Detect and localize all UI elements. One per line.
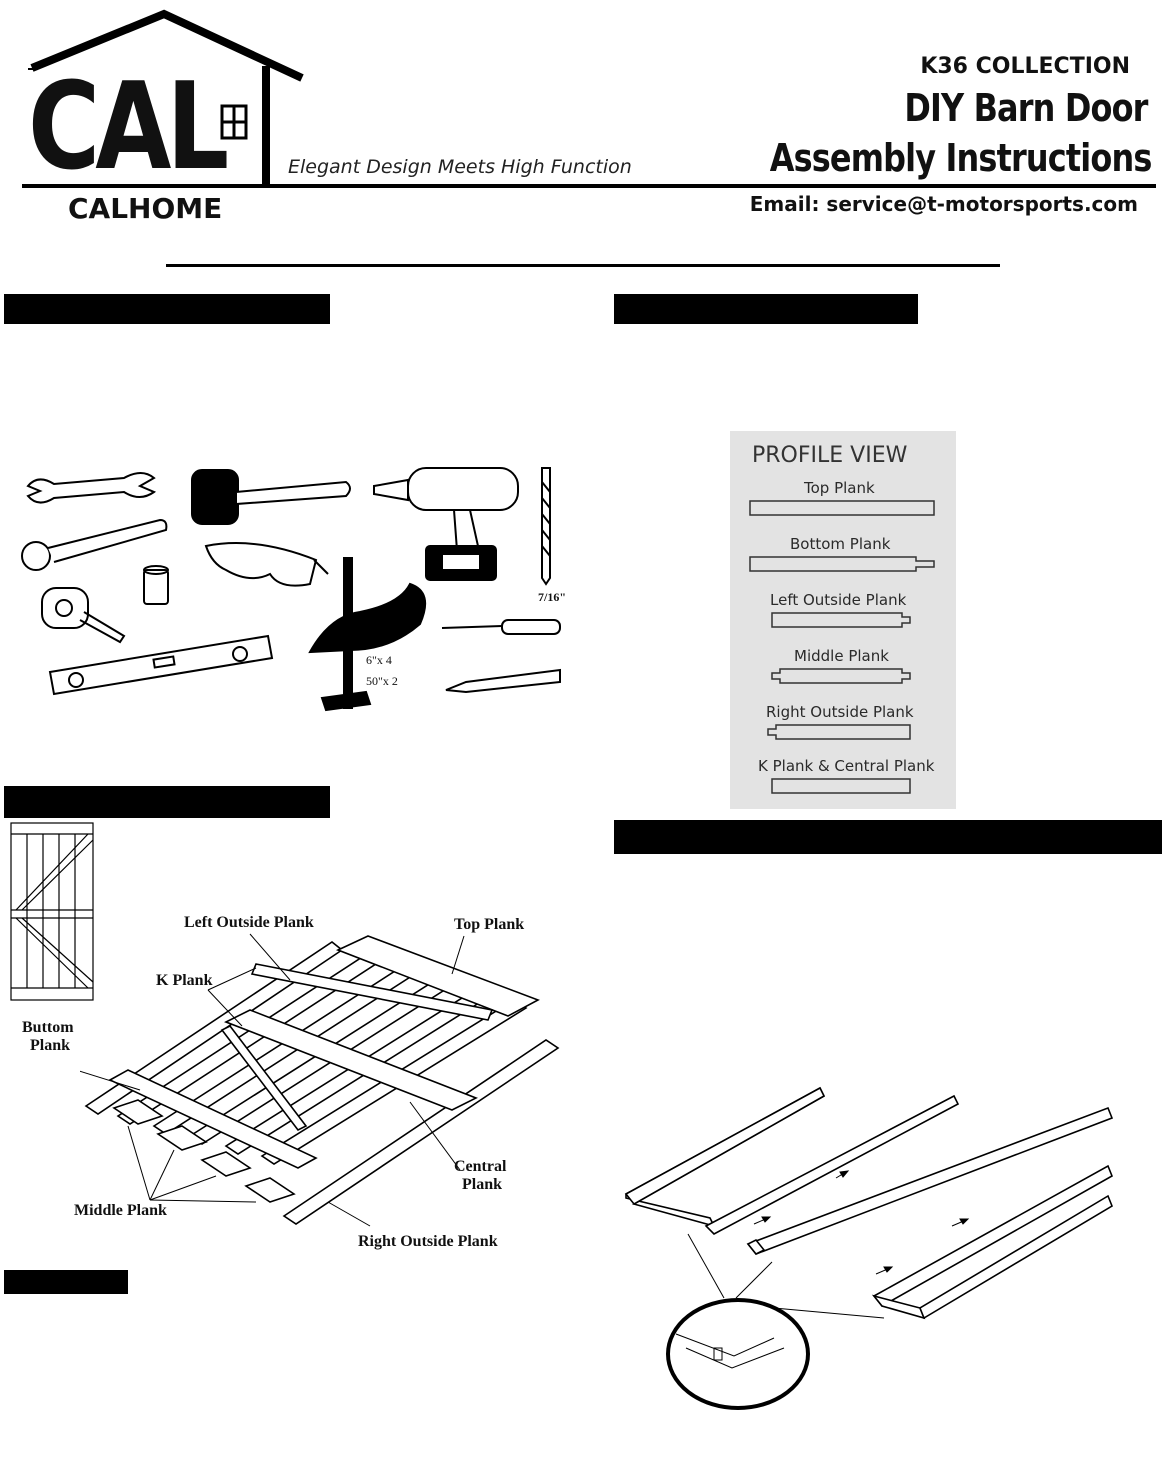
tongue-groove-diagram bbox=[624, 1086, 1114, 1410]
pencil-icon bbox=[445, 668, 561, 694]
tagline: Elegant Design Meets High Function bbox=[288, 156, 632, 178]
ratchet-icon bbox=[21, 518, 168, 571]
profile-top-plank bbox=[749, 500, 935, 516]
label-right-outside-plank: Right Outside Plank bbox=[358, 1233, 498, 1250]
label-buttom-plank-2: Plank bbox=[30, 1037, 71, 1054]
profile-k-central-label: K Plank & Central Plank bbox=[758, 757, 935, 775]
socket-icon bbox=[143, 565, 169, 605]
title-line-1: DIY Barn Door bbox=[904, 86, 1149, 130]
mallet-icon bbox=[191, 469, 351, 525]
drill-bit-size: 7/16" bbox=[538, 590, 566, 604]
profile-top-label: Top Plank bbox=[804, 479, 875, 497]
label-middle-plank: Middle Plank bbox=[74, 1202, 167, 1219]
profile-bottom-label: Bottom Plank bbox=[790, 535, 891, 553]
profile-right-outside-label: Right Outside Plank bbox=[766, 703, 914, 721]
clamp-label-6in: 6"x 4 bbox=[366, 653, 392, 667]
label-buttom-plank-1: Buttom bbox=[22, 1019, 74, 1036]
section-bar-tools bbox=[4, 294, 330, 324]
contact-email: Email: service@t-motorsports.com bbox=[749, 192, 1138, 216]
section-bar-profile bbox=[614, 294, 918, 324]
cordless-drill-icon bbox=[373, 467, 519, 581]
label-central-plank-1: Central bbox=[454, 1158, 507, 1175]
profile-middle-plank bbox=[771, 668, 911, 684]
logo-wall-line bbox=[262, 66, 270, 184]
label-top-plank: Top Plank bbox=[454, 916, 525, 933]
safety-glasses-icon bbox=[204, 542, 329, 587]
section-bar-parts bbox=[4, 786, 330, 818]
section-bar-assembly bbox=[614, 820, 1162, 854]
profile-middle-label: Middle Plank bbox=[794, 647, 889, 665]
profile-left-outside-label: Left Outside Plank bbox=[770, 591, 907, 609]
profile-bottom-plank bbox=[749, 556, 935, 572]
wrench-icon bbox=[26, 472, 157, 504]
collection-name: K36 COLLECTION bbox=[920, 54, 1130, 79]
bar-clamp-icon bbox=[308, 557, 427, 712]
tools-illustration bbox=[21, 467, 561, 712]
profile-view-panel: PROFILE VIEW Top Plank Bottom Plank Left… bbox=[730, 431, 956, 809]
section-bar-notes bbox=[4, 1270, 128, 1294]
label-central-plank-2: Plank bbox=[462, 1176, 503, 1193]
label-left-outside-plank: Left Outside Plank bbox=[184, 914, 314, 931]
brand-name: CALHOME bbox=[68, 192, 223, 225]
profile-view-title: PROFILE VIEW bbox=[752, 443, 908, 468]
drill-bit-icon bbox=[541, 467, 551, 586]
logo-text: CAL bbox=[28, 58, 229, 197]
header-rule bbox=[22, 184, 1156, 188]
house-roof-icon bbox=[28, 9, 304, 82]
section-divider bbox=[166, 264, 1000, 267]
barn-door-front-icon bbox=[10, 822, 94, 1001]
screwdriver-icon bbox=[441, 619, 561, 635]
label-k-plank: K Plank bbox=[156, 972, 213, 989]
profile-right-outside-plank bbox=[767, 724, 911, 740]
title-line-2: Assembly Instructions bbox=[770, 136, 1153, 180]
tape-measure-icon bbox=[41, 587, 126, 644]
window-icon bbox=[220, 104, 248, 140]
exploded-door-diagram bbox=[80, 933, 560, 1227]
profile-k-central-plank bbox=[771, 778, 911, 794]
clamp-label-50in: 50"x 2 bbox=[366, 674, 398, 688]
profile-left-outside-plank bbox=[771, 612, 911, 628]
level-icon bbox=[48, 634, 274, 696]
